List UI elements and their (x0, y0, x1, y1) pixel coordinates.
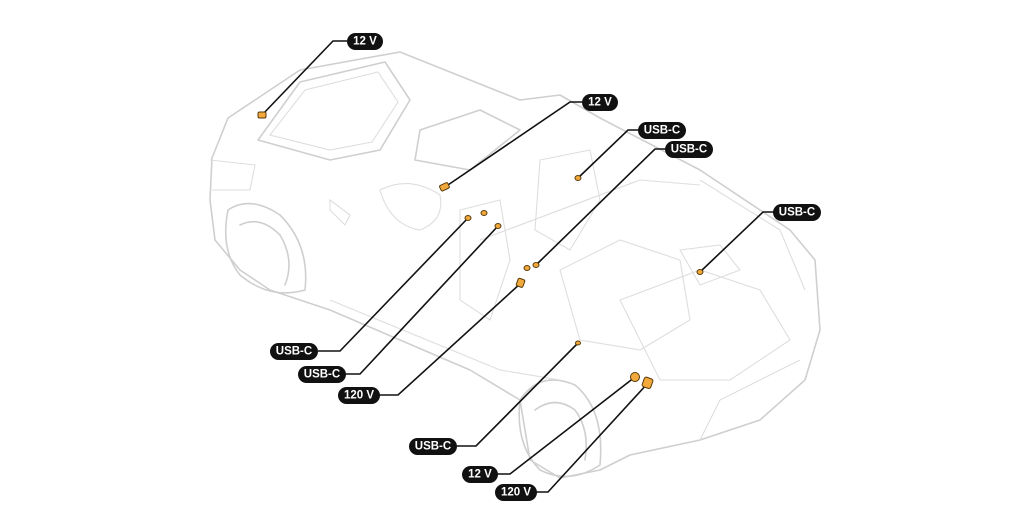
outlet-usbc-cargo-side (575, 340, 581, 346)
callout-usbc-third-row: USB-C (773, 204, 821, 221)
outlet-usbc-front-3 (494, 223, 502, 229)
svg-text:120 V: 120 V (344, 390, 374, 402)
outlet-12v-cargo (257, 111, 267, 119)
callout-12v-console: 12 V (582, 94, 618, 111)
callout-usbc-console-rear: USB-C (665, 141, 713, 158)
svg-text:USB-C: USB-C (671, 144, 707, 156)
svg-text:USB-C: USB-C (644, 125, 680, 137)
svg-text:120 V: 120 V (501, 487, 531, 499)
outlet-120v-console (515, 277, 526, 288)
car-outline (209, 51, 821, 479)
outlet-usbc-front-1 (464, 215, 472, 221)
outlet-markers (257, 111, 704, 390)
outlet-usbc-third-row (696, 269, 704, 275)
outlet-120v-cargo-rear (641, 376, 654, 390)
callout-usbc-front-1: USB-C (270, 343, 318, 360)
outlet-usbc-console-rear-1 (532, 262, 540, 268)
svg-text:12 V: 12 V (353, 36, 377, 48)
callout-usbc-seat-rear: USB-C (638, 122, 686, 139)
outlet-usbc-seat-rear (574, 175, 582, 181)
svg-text:USB-C: USB-C (779, 207, 815, 219)
callout-usbc-cargo-side: USB-C (409, 438, 457, 455)
outlet-usbc-console-rear-2 (523, 265, 531, 271)
svg-text:USB-C: USB-C (415, 441, 451, 453)
callout-120v-cargo-rear: 120 V (495, 484, 537, 501)
outlet-usbc-front-2 (480, 210, 488, 216)
callout-labels: 12 V 12 V USB-C USB-C USB-C USB-C USB-C … (270, 33, 821, 501)
svg-text:12 V: 12 V (588, 97, 612, 109)
svg-text:USB-C: USB-C (276, 346, 312, 358)
svg-text:12 V: 12 V (468, 469, 492, 481)
callout-120v-console: 120 V (338, 387, 380, 404)
outlet-12v-cargo-rear (630, 372, 640, 382)
leader-lines (261, 40, 775, 493)
svg-text:USB-C: USB-C (304, 369, 340, 381)
callout-12v-cargo: 12 V (347, 33, 383, 50)
callout-usbc-front-2: USB-C (298, 366, 346, 383)
outlet-12v-console (439, 182, 450, 192)
callout-12v-cargo-rear: 12 V (462, 466, 498, 483)
